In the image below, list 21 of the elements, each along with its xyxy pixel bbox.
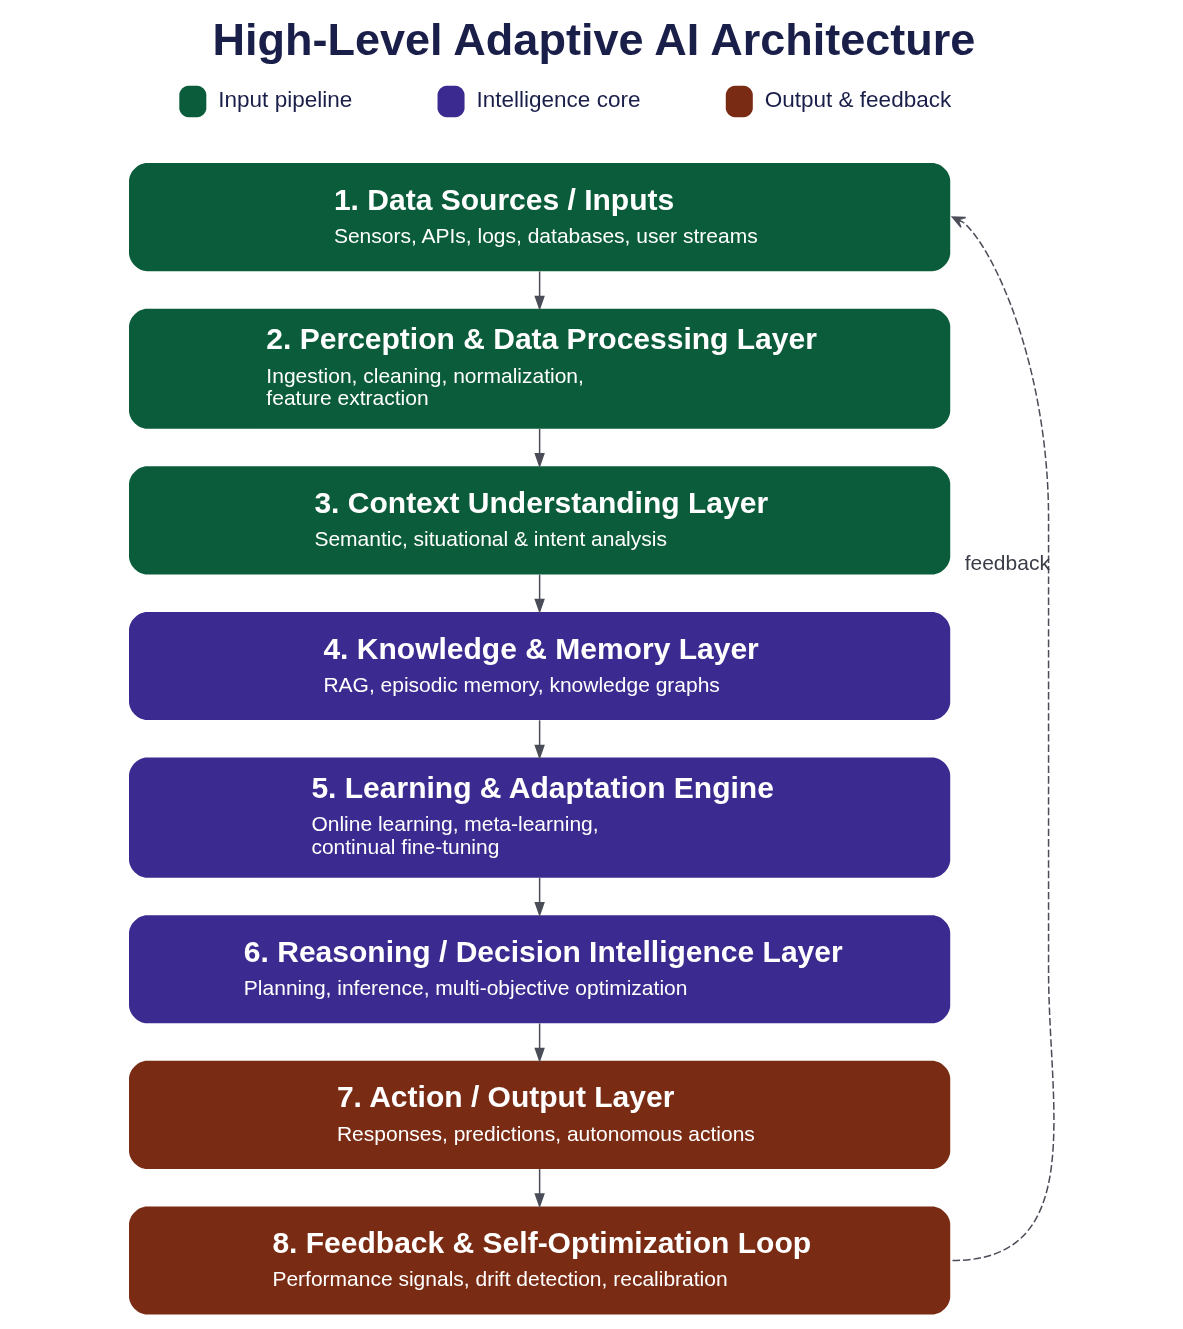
arrow <box>951 216 1055 1262</box>
node-box: 4. Knowledge & Memory Layer RAG, episodic memory, knowledge graphs <box>129 611 951 721</box>
diagram-title: High-Level Adaptive AI Architecture <box>212 13 976 65</box>
node-box: 7. Action / Output Layer Responses, predictions, autonomous actions <box>129 1060 951 1169</box>
arrow <box>534 573 545 614</box>
node-box: 6. Reasoning / Decision Intelligence Layer Planning, inference, multi-objective optimization <box>129 915 951 1024</box>
arrow <box>534 1168 545 1209</box>
legend-label: Intelligence core <box>476 86 641 112</box>
arrow <box>534 428 545 469</box>
node-box: 2. Perception & Data Processing Layer Ingestion, cleaning, normalization, feature extraction <box>129 308 951 429</box>
node-box: 3. Context Understanding Layer Semantic, situational & intent analysis <box>129 466 951 575</box>
node-box: 1. Data Sources / Inputs Sensors, APIs, logs, databases, user streams <box>129 163 951 272</box>
arrow <box>534 719 545 760</box>
node-box: 5. Learning & Adaptation Engine Online learning, meta-learning, continual fine-tuning <box>129 757 951 878</box>
legend-label: Input pipeline <box>218 86 353 112</box>
node-box: 8. Feedback & Self-Optimization Loop Performance signals, drift detection, recalibration <box>129 1206 951 1315</box>
legend-label: Output & feedback <box>764 86 952 112</box>
edge-label: feedback <box>964 550 1050 574</box>
arrow <box>534 877 545 917</box>
arrow <box>534 270 545 311</box>
arrow <box>534 1022 545 1063</box>
